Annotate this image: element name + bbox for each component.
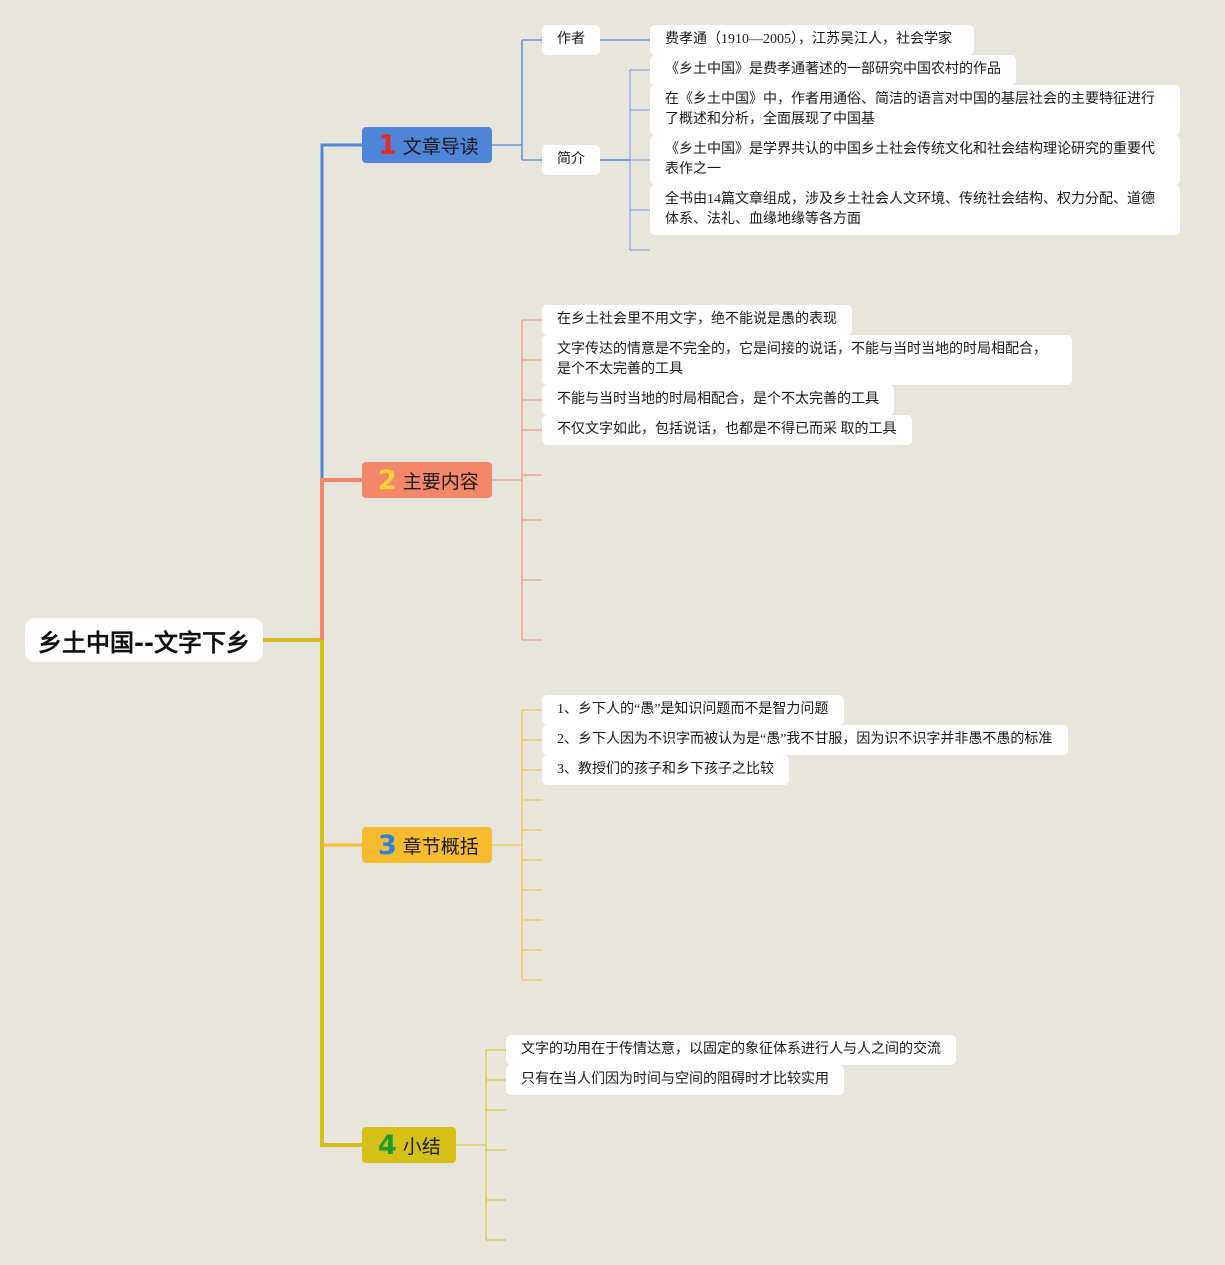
branch-4-topic[interactable]: 4 小结 <box>362 1127 456 1163</box>
chapter-item-2[interactable]: 2、乡下人因为不识字而被认为是“愚”我不甘服，因为识不识字并非愚不愚的标准 <box>542 725 1068 755</box>
intro-label: 简介 <box>557 152 585 167</box>
branch-2-links <box>492 319 542 641</box>
root-title: 乡土中国--文字下乡 <box>38 628 250 657</box>
content-item-1[interactable]: 在乡土社会里不用文字，绝不能说是愚的表现 <box>542 305 852 335</box>
branch-1-topic[interactable]: 1 文章导读 <box>362 127 492 163</box>
intro-item-1-text: 《乡土中国》是费孝通著述的一部研究中国农村的作品 <box>665 62 1001 77</box>
branch-1-label: 文章导读 <box>402 135 479 158</box>
intro-item-1[interactable]: 《乡土中国》是费孝通著述的一部研究中国农村的作品 <box>650 55 1016 85</box>
content-item-3[interactable]: 不能与当时当地的时局相配合，是个不太完善的工具 <box>542 385 894 415</box>
chapter-item-1-text: 1、乡下人的“愚”是知识问题而不是智力问题 <box>557 702 829 717</box>
chapter-item-1[interactable]: 1、乡下人的“愚”是知识问题而不是智力问题 <box>542 695 844 725</box>
branch-4-label: 小结 <box>402 1135 441 1158</box>
intro-item-3-text: 《乡土中国》是学界共认的中国乡土社会传统文化和社会结构理论研究的重要代表作之一 <box>665 142 1155 177</box>
content-item-4[interactable]: 不仅文字如此，包括说话，也都是不得已而采 取的工具 <box>542 415 912 445</box>
branch-1-number: 1 <box>378 129 397 161</box>
author-topic[interactable]: 作者 <box>542 25 600 55</box>
intro-item-4-text: 全书由14篇文章组成，涉及乡土社会人文环境、传统社会结构、权力分配、道德体系、法… <box>665 192 1155 227</box>
branch-2-number: 2 <box>378 464 397 496</box>
summary-item-2[interactable]: 只有在当人们因为时间与空间的阻碍时才比较实用 <box>506 1065 844 1095</box>
branch-3-number: 3 <box>378 829 397 861</box>
content-item-3-text: 不能与当时当地的时局相配合，是个不太完善的工具 <box>557 392 879 407</box>
branch-2-topic[interactable]: 2 主要内容 <box>362 462 492 498</box>
content-item-2[interactable]: 文字传达的情意是不完全的，它是间接的说话，不能与当时当地的时局相配合，是个不太完… <box>542 335 1072 385</box>
intro-item-4[interactable]: 全书由14篇文章组成，涉及乡土社会人文环境、传统社会结构、权力分配、道德体系、法… <box>650 185 1180 235</box>
branch-4-links <box>456 1049 506 1241</box>
branch-3-topic[interactable]: 3 章节概括 <box>362 827 492 863</box>
trunk-branch-4 <box>320 640 362 1147</box>
intro-item-2[interactable]: 在《乡土中国》中，作者用通俗、简洁的语言对中国的基层社会的主要特征进行了概述和分… <box>650 85 1180 135</box>
branch-3-label: 章节概括 <box>402 835 479 858</box>
intro-topic[interactable]: 简介 <box>542 145 600 175</box>
author-detail-text: 费孝通（1910—2005），江苏吴江人，社会学家 <box>665 32 952 47</box>
summary-item-2-text: 只有在当人们因为时间与空间的阻碍时才比较实用 <box>521 1072 829 1087</box>
trunk-branch-3 <box>320 640 362 847</box>
chapter-item-3[interactable]: 3、教授们的孩子和乡下孩子之比较 <box>542 755 789 785</box>
summary-item-1-text: 文字的功用在于传情达意，以固定的象征体系进行人与人之间的交流 <box>521 1042 941 1057</box>
author-label: 作者 <box>557 32 585 47</box>
content-item-2-text: 文字传达的情意是不完全的，它是间接的说话，不能与当时当地的时局相配合，是个不太完… <box>557 342 1047 377</box>
chapter-item-3-text: 3、教授们的孩子和乡下孩子之比较 <box>557 762 774 777</box>
summary-item-1[interactable]: 文字的功用在于传情达意，以固定的象征体系进行人与人之间的交流 <box>506 1035 956 1065</box>
intro-item-2-text: 在《乡土中国》中，作者用通俗、简洁的语言对中国的基层社会的主要特征进行了概述和分… <box>665 92 1155 127</box>
intro-item-3[interactable]: 《乡土中国》是学界共认的中国乡土社会传统文化和社会结构理论研究的重要代表作之一 <box>650 135 1180 185</box>
trunk-branch-1 <box>320 143 362 640</box>
content-item-1-text: 在乡土社会里不用文字，绝不能说是愚的表现 <box>557 312 837 327</box>
trunk-branch-2 <box>320 478 362 640</box>
root-topic[interactable]: 乡土中国--文字下乡 <box>25 618 263 662</box>
chapter-item-2-text: 2、乡下人因为不识字而被认为是“愚”我不甘服，因为识不识字并非愚不愚的标准 <box>557 732 1053 747</box>
branch-4-number: 4 <box>378 1129 397 1161</box>
author-detail[interactable]: 费孝通（1910—2005），江苏吴江人，社会学家 <box>650 25 974 55</box>
content-item-4-text: 不仅文字如此，包括说话，也都是不得已而采 取的工具 <box>557 422 897 437</box>
branch-2-label: 主要内容 <box>402 470 479 493</box>
branch-1-links <box>492 39 650 161</box>
branch-3-links <box>492 709 542 981</box>
